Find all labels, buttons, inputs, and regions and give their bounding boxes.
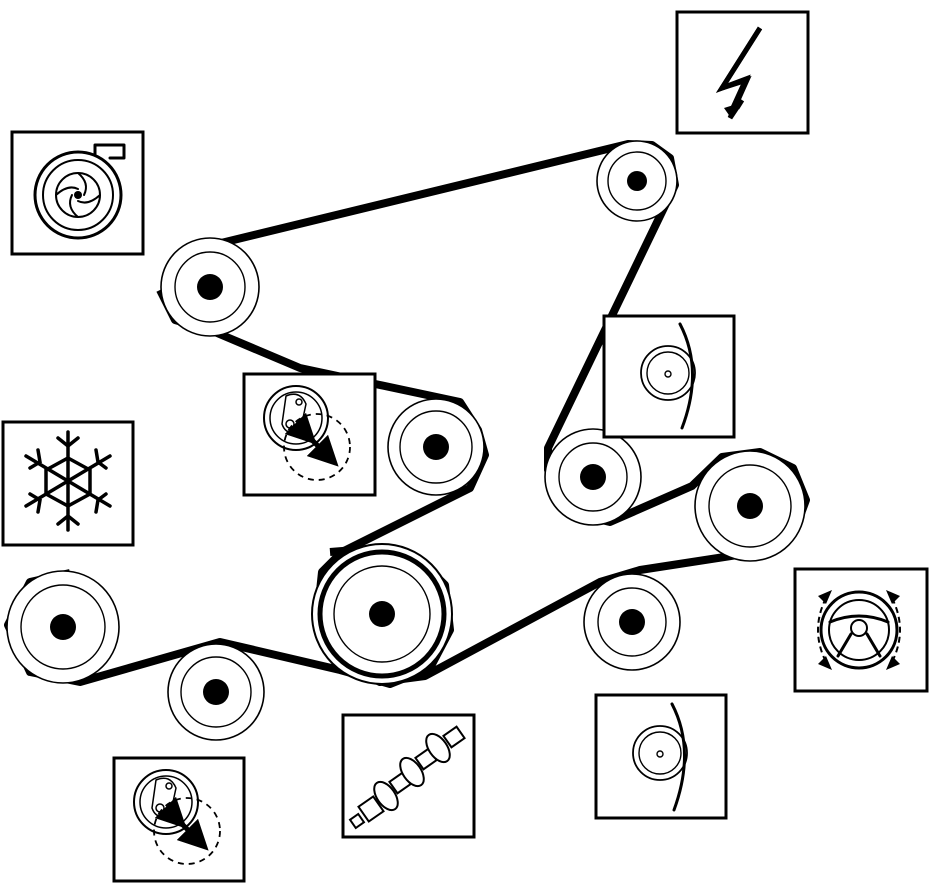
tensioner-icon	[112, 756, 246, 883]
middle-idler-pulley	[583, 573, 681, 671]
water-pump-icon	[10, 130, 145, 256]
steering-wheel-icon	[793, 567, 929, 693]
crankshaft-pulley	[311, 543, 453, 685]
lower-tensioner-pulley	[167, 643, 265, 741]
water-pump-pulley	[160, 237, 260, 337]
upper-tensioner-pulley	[387, 398, 485, 496]
crankshaft-icon	[341, 713, 476, 839]
lightning-icon	[675, 10, 810, 135]
upper-idler-pulley	[544, 428, 642, 526]
idler-pulley-icon	[602, 314, 736, 439]
tensioner-icon	[242, 372, 377, 497]
ac-compressor-pulley	[6, 570, 120, 684]
snowflake-icon	[1, 420, 135, 547]
alternator-pulley	[596, 140, 678, 222]
idler-pulley-icon	[594, 693, 728, 820]
power-steering-pulley	[694, 450, 806, 562]
